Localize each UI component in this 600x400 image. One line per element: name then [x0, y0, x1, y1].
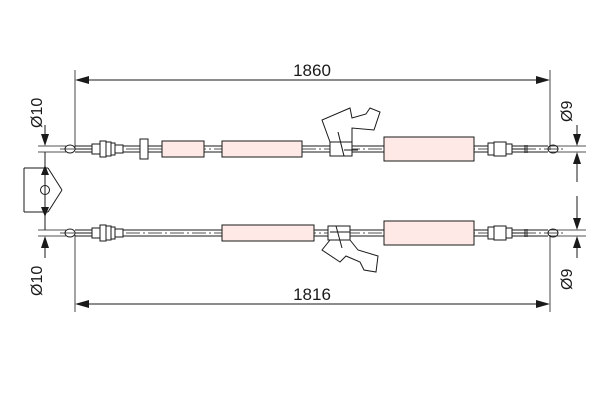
- upper-right-diameter-label: Ø9: [559, 101, 576, 122]
- lower-length-dimension: 1816: [74, 235, 551, 312]
- upper-length-label: 1860: [293, 61, 331, 80]
- upper-cable: [60, 107, 565, 162]
- lower-left-diameter-dimension: Ø10: [29, 229, 66, 296]
- upper-left-diameter-dimension: Ø10: [29, 98, 66, 153]
- lower-length-label: 1816: [293, 285, 331, 304]
- center-bracket: [23, 152, 63, 230]
- lower-right-diameter-dimension: Ø9: [550, 196, 586, 290]
- lower-cable: [60, 220, 565, 273]
- upper-left-diameter-label: Ø10: [29, 98, 46, 128]
- upper-right-diameter-dimension: Ø9: [550, 101, 586, 182]
- lower-right-diameter-label: Ø9: [559, 269, 576, 290]
- upper-length-dimension: 1860: [74, 61, 551, 150]
- lower-left-diameter-label: Ø10: [29, 266, 46, 296]
